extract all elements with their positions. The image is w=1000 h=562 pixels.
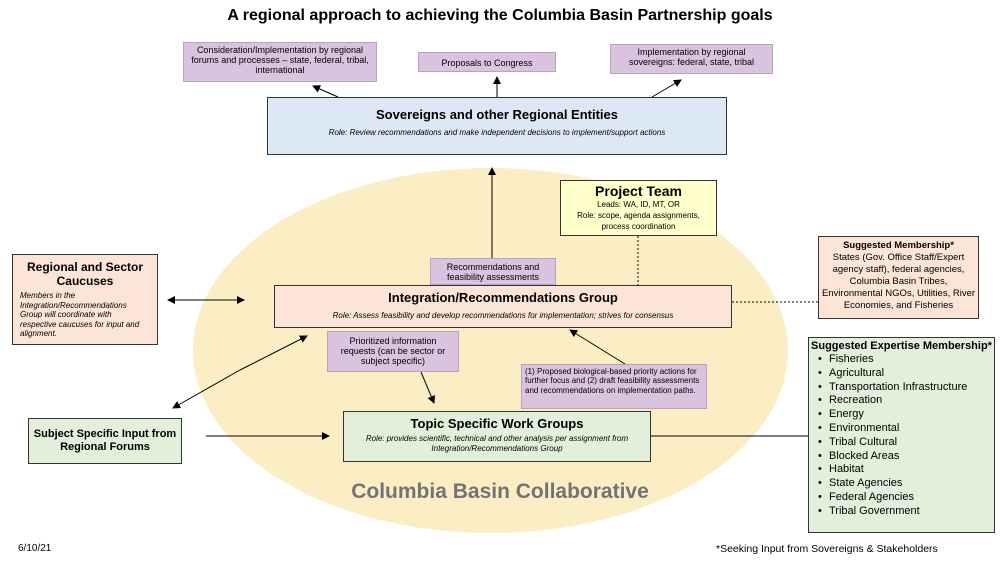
sovereigns-title: Sovereigns and other Regional Entities: [376, 107, 618, 122]
suggested-membership-title: Suggested Membership*: [843, 240, 954, 251]
work-groups-box: Topic Specific Work Groups Role: provide…: [343, 411, 651, 462]
caucuses-box: Regional and Sector Caucuses Members in …: [12, 254, 158, 345]
note-proposed-actions: (1) Proposed biological-based priority a…: [521, 364, 707, 409]
suggested-membership-box: Suggested Membership* States (Gov. Offic…: [818, 236, 979, 319]
list-item: Recreation: [818, 394, 994, 408]
list-item: Blocked Areas: [818, 450, 994, 464]
note-prioritized-requests: Prioritized information requests (can be…: [327, 331, 459, 372]
list-item: Agricultural: [818, 367, 994, 381]
work-groups-role: Role: provides scientific, technical and…: [365, 434, 629, 453]
date-label: 6/10/21: [18, 543, 52, 554]
list-item: Federal Agencies: [818, 491, 994, 505]
arrow-prioritized-to-tswg: [420, 371, 435, 404]
collaborative-label: Columbia Basin Collaborative: [351, 480, 649, 503]
list-item: Transportation Infrastructure: [818, 381, 994, 395]
diagram-title: A regional approach to achieving the Col…: [227, 7, 773, 24]
list-item: Habitat: [818, 463, 994, 477]
note-proposals-congress: Proposals to Congress: [418, 52, 556, 72]
project-team-role-1: Role: scope, agenda assignments,: [577, 211, 700, 220]
list-item: Fisheries: [818, 353, 994, 367]
note-regional-sovereigns: Implementation by regional sovereigns: f…: [610, 44, 773, 74]
project-team-role-2: process coordination: [601, 222, 676, 231]
sovereigns-role: Role: Review recommendations and make in…: [328, 128, 666, 137]
list-item: Energy: [818, 408, 994, 422]
project-team-box: Project Team Leads: WA, ID, MT, OR Role:…: [560, 180, 717, 236]
arrow-sov-to-sovereigns: [651, 79, 682, 98]
arrow-diag-b: [239, 335, 308, 371]
arrow-tswg-to-irg: [569, 329, 626, 365]
caucuses-title: Regional and Sector Caucuses: [26, 260, 144, 288]
list-item: Tribal Cultural: [818, 436, 994, 450]
list-item: Environmental: [818, 422, 994, 436]
project-team-leads: Leads: WA, ID, MT, OR: [597, 200, 680, 209]
suggested-membership-text: States (Gov. Office Staff/Expert agency …: [821, 252, 976, 311]
note-recommendations: Recommendations and feasibility assessme…: [430, 258, 556, 285]
list-item: Tribal Government: [818, 505, 994, 519]
footnote: *Seeking Input from Sovereigns & Stakeho…: [716, 543, 938, 555]
caucuses-text: Members in the Integration/Recommendatio…: [20, 291, 140, 338]
list-item: State Agencies: [818, 477, 994, 491]
sovereigns-box: Sovereigns and other Regional Entities R…: [267, 97, 727, 155]
project-team-title: Project Team: [595, 183, 682, 199]
expertise-box: Suggested Expertise Membership* Fisherie…: [808, 337, 995, 533]
subject-input-box: Subject Specific Input from Regional For…: [28, 418, 182, 464]
expertise-title: Suggested Expertise Membership*: [811, 340, 992, 352]
work-groups-title: Topic Specific Work Groups: [410, 416, 584, 431]
integration-title: Integration/Recommendations Group: [388, 290, 618, 305]
integration-box: Integration/Recommendations Group Role: …: [274, 285, 732, 328]
arrow-diag-a: [172, 369, 241, 409]
expertise-list: Fisheries Agricultural Transportation In…: [809, 353, 994, 519]
note-regional-forums: Consideration/Implementation by regional…: [183, 42, 377, 82]
arrow-sov-to-forums: [312, 85, 339, 98]
integration-role: Role: Assess feasibility and develop rec…: [332, 311, 674, 320]
